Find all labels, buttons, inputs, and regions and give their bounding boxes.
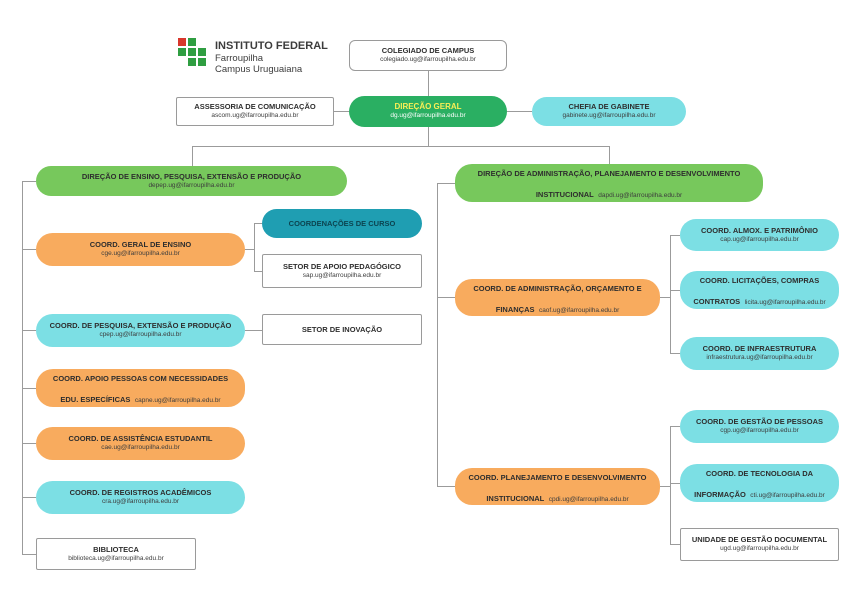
connector-line: [670, 426, 671, 544]
connector-line: [428, 127, 429, 146]
connector-line: [428, 71, 429, 96]
connector-line: [437, 486, 455, 487]
connector-line: [254, 271, 262, 272]
connector-line: [22, 497, 36, 498]
connector-line: [670, 235, 680, 236]
connector-line: [660, 486, 670, 487]
connector-line: [22, 249, 36, 250]
connector-line: [334, 111, 349, 112]
org-node-coord-licitacoes-compras-contratos: COORD. LICITAÇÕES, COMPRAS CONTRATOS lic…: [680, 271, 839, 309]
connector-line: [254, 223, 262, 224]
connector-line: [437, 297, 455, 298]
logo-subtitle-2: Campus Uruguaiana: [215, 63, 303, 75]
connector-line: [670, 426, 680, 427]
connector-line: [609, 146, 610, 164]
connector-line: [22, 181, 23, 554]
org-node-coord-administracao-orcamento-financas: COORD. DE ADMINISTRAÇÃO, ORÇAMENTO E FIN…: [455, 279, 660, 316]
connector-line: [22, 554, 36, 555]
connector-line: [670, 353, 680, 354]
logo-text: INSTITUTO FEDERAL Farroupilha Campus Uru…: [215, 38, 328, 75]
connector-line: [507, 111, 532, 112]
connector-line: [192, 146, 193, 166]
connector-line: [437, 183, 438, 486]
org-node-setor-de-inovacao: SETOR DE INOVAÇÃO: [262, 314, 422, 345]
connector-line: [22, 330, 36, 331]
connector-line: [22, 388, 36, 389]
org-node-coord-apoio-pessoas-necessidades: COORD. APOIO PESSOAS COM NECESSIDADES ED…: [36, 369, 245, 407]
connector-line: [670, 290, 680, 291]
connector-line: [254, 223, 255, 271]
connector-line: [660, 297, 670, 298]
connector-line: [245, 249, 254, 250]
connector-line: [670, 483, 680, 484]
logo-title: INSTITUTO FEDERAL: [215, 40, 328, 52]
connector-line: [192, 146, 609, 147]
org-node-coord-tecnologia-informacao: COORD. DE TECNOLOGIA DA INFORMAÇÃO cti.u…: [680, 464, 839, 502]
org-node-coord-planejamento-desenvolvimento: COORD. PLANEJAMENTO E DESENVOLVIMENTO IN…: [455, 468, 660, 505]
org-node-direcao-ensino-pesquisa-extensao: DIREÇÃO DE ENSINO, PESQUISA, EXTENSÃO E …: [36, 166, 347, 196]
connector-line: [670, 544, 680, 545]
if-farroupilha-logo: INSTITUTO FEDERAL Farroupilha Campus Uru…: [178, 38, 328, 75]
org-node-direcao-administracao-planejamento: DIREÇÃO DE ADMINISTRAÇÃO, PLANEJAMENTO E…: [455, 164, 763, 202]
connector-line: [670, 235, 671, 353]
logo-subtitle-1: Farroupilha: [215, 52, 264, 64]
if-logo-icon: [178, 38, 206, 66]
connector-line: [437, 183, 455, 184]
connector-line: [22, 181, 36, 182]
connector-line: [22, 443, 36, 444]
connector-line: [245, 330, 262, 331]
org-node-coordenacoes-de-curso: COORDENAÇÕES DE CURSO: [262, 209, 422, 238]
